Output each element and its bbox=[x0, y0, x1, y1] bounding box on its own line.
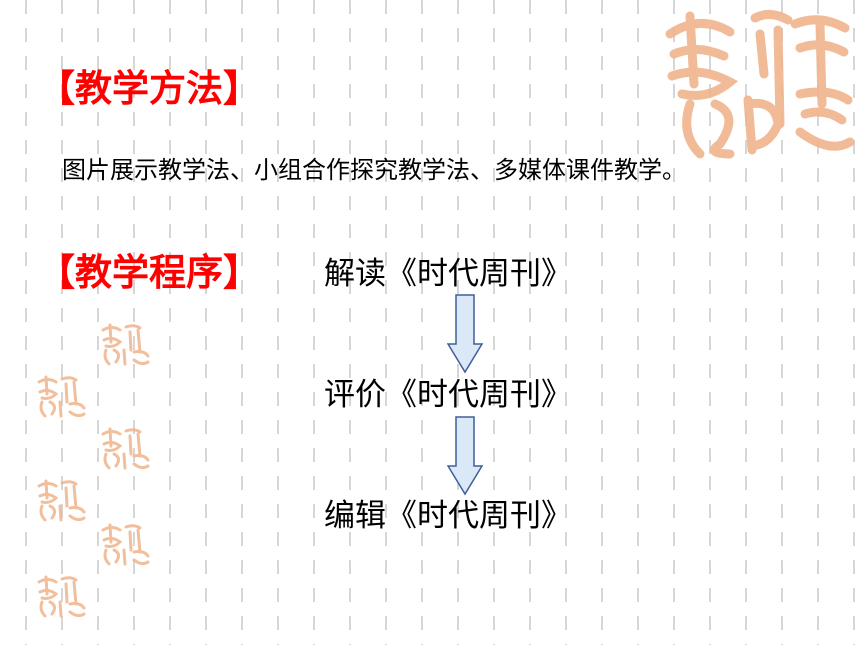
seal-icon bbox=[36, 478, 86, 526]
seal-icon bbox=[100, 322, 150, 370]
step-edit: 编辑《时代周刊》 bbox=[324, 498, 572, 534]
down-arrow-icon bbox=[447, 294, 483, 374]
down-arrow-icon bbox=[447, 416, 483, 496]
procedure-heading: 【教学程序】 bbox=[38, 251, 260, 294]
seal-icon bbox=[36, 374, 86, 422]
step-interpret: 解读《时代周刊》 bbox=[324, 256, 572, 292]
step-evaluate: 评价《时代周刊》 bbox=[324, 377, 572, 413]
large-seal-icon bbox=[665, 10, 855, 159]
seal-icon bbox=[100, 522, 150, 570]
method-text: 图片展示教学法、小组合作探究教学法、多媒体课件教学。 bbox=[62, 156, 686, 184]
seal-icon bbox=[100, 426, 150, 474]
seal-icon bbox=[36, 574, 86, 622]
method-heading: 【教学方法】 bbox=[38, 67, 260, 110]
